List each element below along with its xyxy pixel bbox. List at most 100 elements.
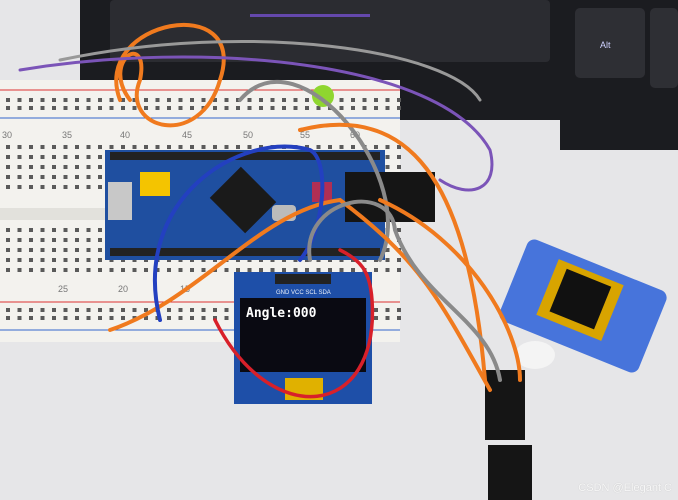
breadboard-hole bbox=[98, 155, 102, 159]
breadboard-hole bbox=[6, 248, 10, 252]
breadboard-hole bbox=[178, 308, 183, 312]
breadboard-hole bbox=[190, 268, 194, 272]
breadboard-hole bbox=[40, 238, 45, 242]
breadboard-hole bbox=[86, 98, 91, 102]
breadboard-hole bbox=[29, 98, 33, 102]
breadboard-hole bbox=[167, 145, 171, 149]
breadboard-hole bbox=[339, 98, 344, 102]
breadboard-hole bbox=[52, 175, 56, 179]
breadboard-hole bbox=[109, 308, 114, 312]
wires bbox=[18, 22, 522, 399]
breadboard-hole bbox=[17, 308, 22, 312]
breadboard-hole bbox=[305, 268, 309, 272]
breadboard-hole bbox=[247, 268, 252, 272]
breadboard-hole bbox=[75, 316, 79, 320]
breadboard-hole bbox=[178, 268, 183, 272]
breadboard-hole bbox=[397, 316, 401, 320]
breadboard-hole bbox=[385, 248, 390, 252]
breadboard-hole bbox=[17, 316, 22, 320]
breadboard-hole bbox=[63, 165, 68, 169]
breadboard-hole bbox=[224, 106, 229, 110]
breadboard-hole bbox=[40, 165, 45, 169]
breadboard-hole bbox=[270, 268, 275, 272]
breadboard-hole bbox=[201, 308, 206, 312]
breadboard-hole bbox=[52, 316, 56, 320]
breadboard-hole bbox=[144, 106, 148, 110]
breadboard-hole bbox=[17, 228, 22, 232]
breadboard-hole bbox=[213, 145, 217, 149]
breadboard-hole bbox=[247, 145, 252, 149]
breadboard-hole bbox=[6, 258, 10, 262]
breadboard-hole bbox=[121, 98, 125, 102]
breadboard-hole bbox=[351, 106, 355, 110]
breadboard-hole bbox=[328, 268, 332, 272]
breadboard-hole bbox=[144, 308, 148, 312]
breadboard-hole bbox=[6, 268, 10, 272]
breadboard-hole bbox=[374, 98, 378, 102]
breadboard-hole bbox=[224, 145, 229, 149]
breadboard-hole bbox=[362, 106, 367, 110]
breadboard-hole bbox=[63, 106, 68, 110]
breadboard-hole bbox=[52, 106, 56, 110]
svg-text:25: 25 bbox=[58, 284, 68, 294]
breadboard-hole bbox=[75, 185, 79, 189]
breadboard-hole bbox=[293, 268, 298, 272]
breadboard-hole bbox=[339, 268, 344, 272]
breadboard-hole bbox=[86, 185, 91, 189]
breadboard-hole bbox=[385, 155, 390, 159]
breadboard-hole bbox=[86, 106, 91, 110]
svg-text:55: 55 bbox=[300, 130, 310, 140]
breadboard-hole bbox=[351, 145, 355, 149]
breadboard-hole bbox=[63, 268, 68, 272]
breadboard-hole bbox=[75, 268, 79, 272]
breadboard-hole bbox=[385, 268, 390, 272]
breadboard-hole bbox=[178, 316, 183, 320]
breadboard-hole bbox=[63, 185, 68, 189]
breadboard-hole bbox=[385, 316, 390, 320]
breadboard-hole bbox=[63, 98, 68, 102]
breadboard-hole bbox=[29, 308, 33, 312]
breadboard-hole bbox=[98, 98, 102, 102]
breadboard-hole bbox=[316, 145, 321, 149]
breadboard-hole bbox=[63, 145, 68, 149]
breadboard-hole bbox=[305, 98, 309, 102]
breadboard-hole bbox=[98, 248, 102, 252]
breadboard-hole bbox=[121, 308, 125, 312]
breadboard-hole bbox=[86, 165, 91, 169]
breadboard-hole bbox=[63, 155, 68, 159]
breadboard-hole bbox=[374, 308, 378, 312]
breadboard-hole bbox=[17, 175, 22, 179]
breadboard-hole bbox=[63, 316, 68, 320]
breadboard-hole bbox=[167, 106, 171, 110]
breadboard-hole bbox=[6, 228, 10, 232]
breadboard-hole bbox=[29, 238, 33, 242]
breadboard-hole bbox=[109, 106, 114, 110]
breadboard-hole bbox=[155, 106, 160, 110]
breadboard-hole bbox=[121, 268, 125, 272]
breadboard-hole bbox=[132, 145, 137, 149]
breadboard-hole bbox=[63, 175, 68, 179]
breadboard-hole bbox=[132, 106, 137, 110]
breadboard-hole bbox=[52, 185, 56, 189]
breadboard-hole bbox=[236, 106, 240, 110]
breadboard-hole bbox=[98, 145, 102, 149]
breadboard-hole bbox=[75, 308, 79, 312]
breadboard-hole bbox=[155, 268, 160, 272]
breadboard-hole bbox=[259, 98, 263, 102]
breadboard-hole bbox=[63, 248, 68, 252]
breadboard-hole bbox=[17, 248, 22, 252]
breadboard-hole bbox=[259, 268, 263, 272]
breadboard-hole bbox=[109, 316, 114, 320]
breadboard-hole bbox=[374, 268, 378, 272]
breadboard-hole bbox=[86, 175, 91, 179]
breadboard-hole bbox=[98, 165, 102, 169]
breadboard-hole bbox=[109, 98, 114, 102]
breadboard-hole bbox=[17, 98, 22, 102]
breadboard-hole bbox=[40, 308, 45, 312]
breadboard-hole bbox=[17, 258, 22, 262]
breadboard-hole bbox=[224, 308, 229, 312]
breadboard-hole bbox=[63, 258, 68, 262]
breadboard-hole bbox=[75, 165, 79, 169]
breadboard-hole bbox=[236, 268, 240, 272]
breadboard-hole bbox=[121, 316, 125, 320]
